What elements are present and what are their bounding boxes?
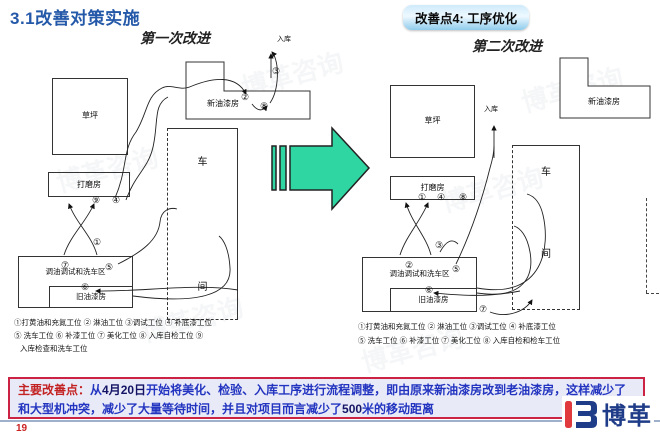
page-number: 19	[16, 423, 28, 434]
left-old-paint-room-label: 旧油漆房	[76, 292, 106, 301]
left-new-paint-room-label: 新油漆房	[207, 99, 239, 108]
left-workshop-label-bottom: 间	[197, 282, 208, 293]
right-marker-5: ⑤	[452, 264, 461, 274]
right-mix-area-label: 调油调试和洗车区	[389, 269, 450, 278]
left-inbound-label: 入库	[277, 36, 291, 43]
left-legend-line-3: 入库检查和洗车工位	[20, 344, 88, 353]
right-marker-1: ①	[418, 192, 427, 202]
left-legend-line-2: ⑤ 洗车工位 ⑥ 补漆工位 ⑦ 美化工位 ⑧ 入库自检工位 ⑨	[14, 331, 204, 340]
summary-box: 主要改善点：从4月20日开始将美化、检验、入库工序进行流程调整，即由原来新油漆房…	[8, 377, 645, 419]
left-marker-4: ④	[112, 195, 121, 205]
logo-text: 博革	[602, 403, 652, 430]
right-legend-line-1: ①打黄油和充氮工位 ② 淋油工位 ③调试工位 ④ 补底漆工位	[358, 322, 556, 331]
company-logo: 博革	[562, 396, 654, 431]
right-marker-6: ⑥	[425, 285, 434, 295]
left-workshop-label-top: 车	[197, 157, 208, 168]
logo-mark-icon	[565, 400, 597, 428]
left-old-paint-room-box	[49, 286, 133, 308]
left-new-paint-room-shape	[185, 61, 311, 120]
right-workshop-label-bottom: 间	[541, 249, 551, 260]
summary-segment: 米的移动距离	[362, 401, 435, 416]
improvement-point-badge: 改善点4: 工序优化	[403, 5, 530, 30]
caption-second-improvement: 第二次改进	[472, 38, 542, 54]
right-workshop-label-top: 车	[541, 167, 551, 178]
left-marker-2: ②	[241, 92, 250, 102]
right-boundary-dashed-corner	[646, 293, 659, 294]
summary-distance: 500	[342, 401, 363, 416]
left-lawn-label: 草坪	[82, 111, 98, 120]
right-legend-line-2: ⑤ 洗车工位 ⑥ 补漆工位 ⑦ 美化工位 ⑧ 入库自检和检车工位	[358, 336, 561, 345]
right-marker-2: ②	[405, 260, 414, 270]
right-marker-8: ⑧	[459, 192, 468, 202]
left-marker-6: ⑥	[81, 282, 90, 292]
page-title: 3.1改善对策实施	[10, 9, 141, 28]
right-marker-7: ⑦	[479, 304, 488, 314]
right-old-paint-room-box	[390, 288, 477, 312]
left-mix-area-label: 调油调试和洗车区	[45, 267, 106, 276]
summary-segment: 开始将美化、检验、入库工序进行流程调整，即由原来新油漆房改到老油漆房，这样减少了…	[18, 383, 627, 416]
right-marker-4: ④	[437, 192, 446, 202]
left-marker-3: ③	[272, 66, 281, 76]
right-lawn-box	[390, 85, 475, 158]
summary-lead: 主要改善点：	[18, 383, 91, 397]
left-marker-1: ①	[93, 237, 102, 247]
left-legend-line-1: ①打黄油和充氮工位 ② 淋油工位 ③调试工位 ④ 补底漆工位	[14, 318, 212, 327]
left-marker-8: ⑧	[260, 101, 269, 111]
left-marker-7: ⑦	[61, 260, 70, 270]
watermark: 博革咨询	[518, 61, 627, 118]
right-new-paint-room-label: 新油漆房	[588, 97, 620, 106]
right-old-paint-room-label: 旧油漆房	[418, 295, 449, 304]
summary-segment: 从	[90, 383, 103, 397]
watermark: 博革咨询	[238, 46, 347, 103]
left-marker-5: ⑤	[105, 262, 114, 272]
right-inbound-label: 入库	[484, 106, 498, 113]
caption-first-improvement: 第一次改进	[140, 30, 210, 46]
left-marker-9: ⑨	[92, 195, 101, 205]
right-new-paint-room-shape	[559, 57, 651, 119]
bottom-rule	[0, 420, 660, 422]
right-boundary-dashed-line	[646, 198, 647, 293]
right-lawn-label: 草坪	[424, 116, 441, 125]
right-marker-3: ③	[435, 240, 444, 250]
transition-arrow	[271, 126, 371, 211]
left-sanding-room-label: 打磨房	[77, 180, 101, 189]
right-sanding-room-label: 打磨房	[420, 183, 445, 192]
summary-date: 4月20日	[102, 383, 147, 397]
